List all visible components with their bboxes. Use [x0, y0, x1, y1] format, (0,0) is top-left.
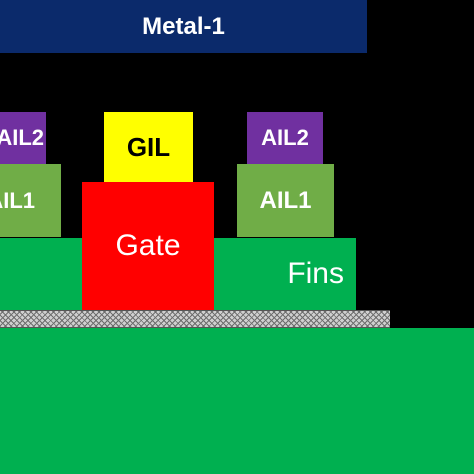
gate-block: Gate	[82, 182, 214, 310]
fin-left-block	[0, 238, 82, 310]
metal-1-layer: Metal-1	[0, 0, 367, 53]
ail1-left-block: AIL1	[0, 164, 61, 237]
ail1-right-block: AIL1	[237, 164, 334, 237]
oxide-layer	[0, 310, 390, 328]
fin-right-block: Fins	[214, 238, 356, 310]
ail2-left-block: AIL2	[0, 112, 46, 164]
ail2-left-label: AIL2	[0, 125, 44, 150]
substrate-layer	[0, 328, 474, 474]
ail1-left-label: AIL1	[0, 187, 35, 213]
ail2-right-block: AIL2	[247, 112, 323, 164]
fins-label: Fins	[287, 257, 344, 290]
gil-block: GIL	[104, 112, 193, 182]
